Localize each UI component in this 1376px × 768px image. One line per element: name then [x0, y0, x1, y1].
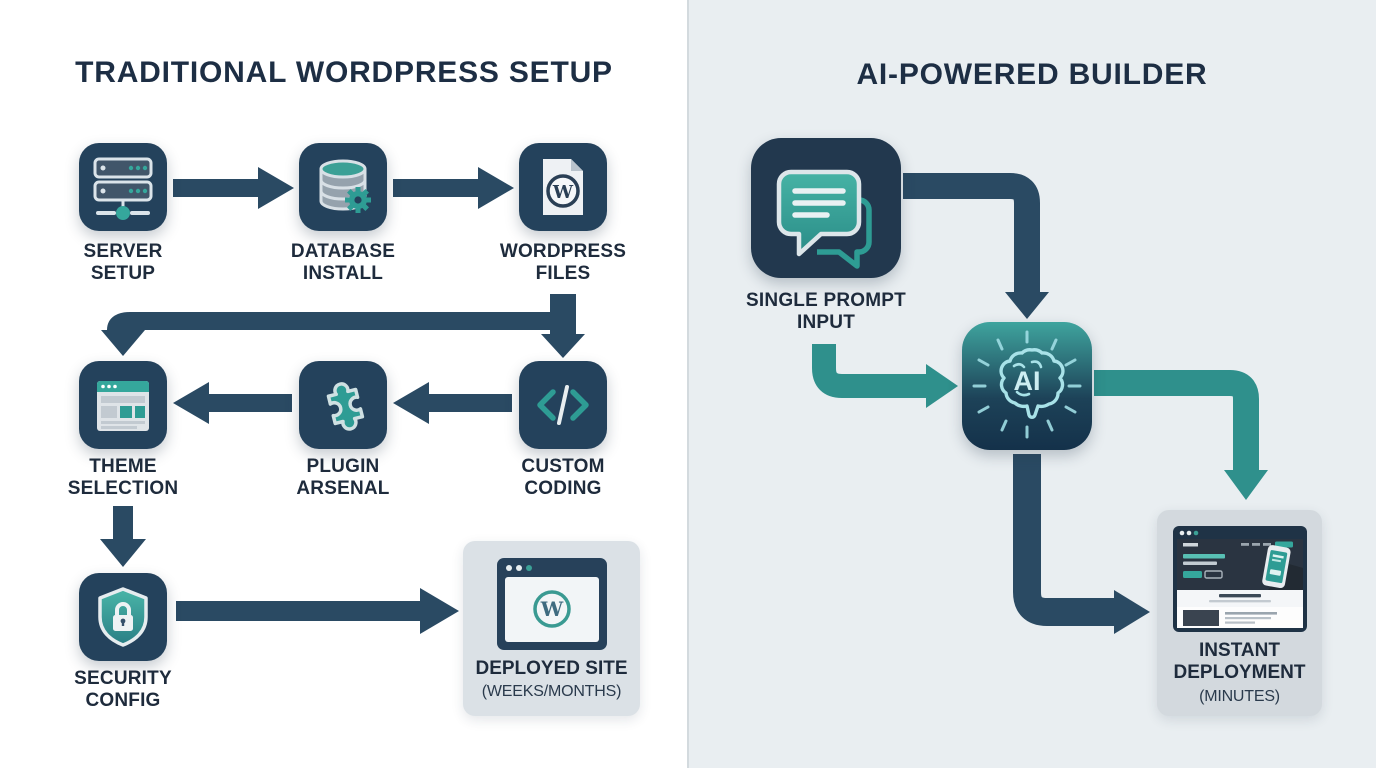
puzzle-piece-icon [299, 361, 387, 449]
theme-browser-icon [79, 361, 167, 449]
deployed-site-subtitle: (WEEKS/MONTHS) [481, 683, 622, 701]
ai-engine-tile: AI [962, 322, 1092, 450]
deployed-browser-icon: W [496, 558, 607, 650]
custom-coding-label: CUSTOM CODING [521, 456, 605, 500]
website-mockup-icon [1172, 526, 1307, 632]
single-prompt-tile [751, 138, 901, 278]
ai-brain-icon: AI [962, 322, 1092, 450]
instant-deployment-subtitle: (MINUTES) [1199, 687, 1280, 705]
svg-text:W: W [552, 182, 574, 203]
server-icon [79, 143, 167, 231]
server-setup-label: SERVER SETUP [83, 241, 163, 285]
ai-badge-text: AI [1014, 366, 1041, 396]
custom-coding-tile [519, 361, 607, 449]
single-prompt-label: SINGLE PROMPT INPUT [746, 290, 906, 334]
database-install-tile [299, 143, 387, 231]
wordpress-files-label: WORDPRESS FILES [499, 241, 627, 285]
security-config-tile [79, 573, 167, 661]
ai-title: AI-POWERED BUILDER [856, 58, 1208, 91]
theme-selection-label: THEME SELECTION [67, 456, 179, 500]
deployed-site-card: W DEPLOYED SITE (WEEKS/MONTHS) [463, 541, 640, 716]
instant-deployment-title: INSTANT DEPLOYMENT [1173, 640, 1306, 684]
deployed-site-title: DEPLOYED SITE [475, 658, 628, 679]
chat-bubbles-icon [751, 138, 901, 278]
theme-selection-tile [79, 361, 167, 449]
code-brackets-icon [519, 361, 607, 449]
plugin-arsenal-tile [299, 361, 387, 449]
panel-divider [687, 0, 689, 768]
traditional-title: TRADITIONAL WORDPRESS SETUP [75, 56, 613, 89]
security-config-label: SECURITY CONFIG [74, 668, 172, 712]
database-install-label: DATABASE INSTALL [290, 241, 396, 285]
server-setup-tile [79, 143, 167, 231]
gear-icon [345, 187, 371, 213]
wordpress-file-icon: W [519, 143, 607, 231]
svg-text:W: W [539, 597, 563, 621]
database-icon [299, 143, 387, 231]
plugin-arsenal-label: PLUGIN ARSENAL [296, 456, 390, 500]
wordpress-files-tile: W [519, 143, 607, 231]
shield-lock-icon [79, 573, 167, 661]
instant-deployment-card: INSTANT DEPLOYMENT (MINUTES) [1157, 510, 1322, 716]
